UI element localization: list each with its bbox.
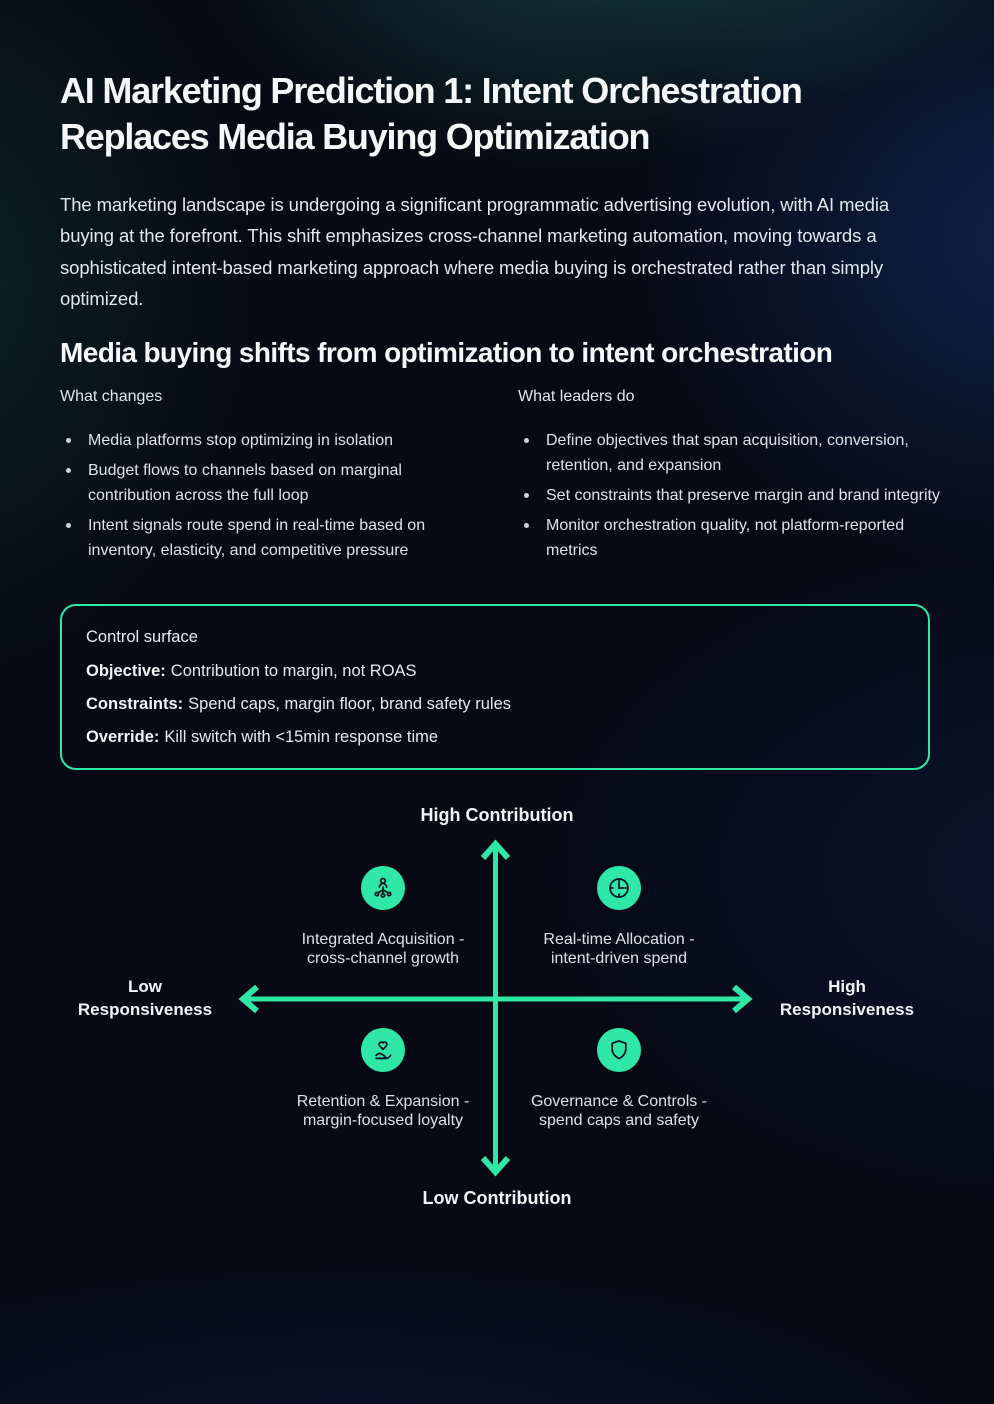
row-label: Override:	[86, 728, 160, 746]
quadrant-axes	[238, 839, 753, 1177]
arrowhead-left	[238, 984, 259, 1014]
row-value: Kill switch with <15min response time	[164, 728, 439, 746]
row-label: Objective:	[86, 662, 166, 680]
column-what-changes: What changes Media platforms stop optimi…	[60, 388, 462, 568]
control-surface-row: Constraints:Spend caps, margin floor, br…	[86, 696, 904, 713]
axis-label-high-responsiveness: High Responsiveness	[779, 977, 915, 1019]
clock-icon	[597, 866, 641, 910]
column-what-leaders-do: What leaders do Define objectives that s…	[518, 388, 952, 568]
list-item: Media platforms stop optimizing in isola…	[60, 428, 462, 453]
axis-label-high-contribution: High Contribution	[420, 805, 574, 825]
column-label: What changes	[60, 388, 163, 405]
heart-hand-icon	[361, 1028, 405, 1072]
axis-label-low-responsiveness: Low Responsiveness	[77, 977, 213, 1019]
column-label: What leaders do	[518, 388, 635, 405]
arrowhead-up	[480, 839, 511, 860]
intro-paragraph: The marketing landscape is undergoing a …	[60, 193, 890, 310]
row-value: Spend caps, margin floor, brand safety r…	[188, 695, 512, 713]
arrowhead-right	[732, 984, 753, 1014]
control-surface-card: Control surface Objective:Contribution t…	[60, 604, 930, 770]
list-item: Budget flows to channels based on margin…	[60, 458, 462, 508]
control-surface-title: Control surface	[86, 628, 198, 646]
quadrant-diagram: High Contribution Low Contribution Low R…	[0, 790, 994, 1240]
quadrant-item-label: Integrated Acquisition - cross-channel g…	[301, 931, 465, 967]
quadrant-item-integrated-acquisition: Integrated Acquisition - cross-channel g…	[233, 866, 533, 968]
quadrant-item-label: Real-time Allocation - intent-driven spe…	[543, 931, 695, 967]
axis-label-low-contribution: Low Contribution	[422, 1188, 572, 1208]
list-item: Set constraints that preserve margin and…	[518, 483, 952, 508]
row-label: Constraints:	[86, 695, 184, 713]
quadrant-item-retention-expansion: Retention & Expansion - margin-focused l…	[233, 1028, 533, 1130]
quadrant-item-label: Governance & Controls - spend caps and s…	[530, 1093, 708, 1129]
network-person-icon	[361, 866, 405, 910]
bullet-list: Media platforms stop optimizing in isola…	[60, 428, 462, 563]
list-item: Monitor orchestration quality, not platf…	[518, 513, 952, 563]
control-surface-row: Override:Kill switch with <15min respons…	[86, 729, 904, 746]
quadrant-item-realtime-allocation: Real-time Allocation - intent-driven spe…	[469, 866, 769, 968]
quadrant-item-label: Retention & Expansion - margin-focused l…	[296, 1093, 470, 1129]
quadrant-item-governance-controls: Governance & Controls - spend caps and s…	[469, 1028, 769, 1130]
arrowhead-down	[480, 1156, 511, 1177]
list-item: Define objectives that span acquisition,…	[518, 428, 952, 478]
bullet-list: Define objectives that span acquisition,…	[518, 428, 952, 563]
row-value: Contribution to margin, not ROAS	[170, 662, 417, 680]
list-item: Intent signals route spend in real-time …	[60, 513, 462, 563]
page-title: AI Marketing Prediction 1: Intent Orches…	[60, 70, 803, 158]
control-surface-row: Objective:Contribution to margin, not RO…	[86, 663, 904, 680]
section-heading: Media buying shifts from optimization to…	[60, 337, 833, 369]
shield-icon	[597, 1028, 641, 1072]
